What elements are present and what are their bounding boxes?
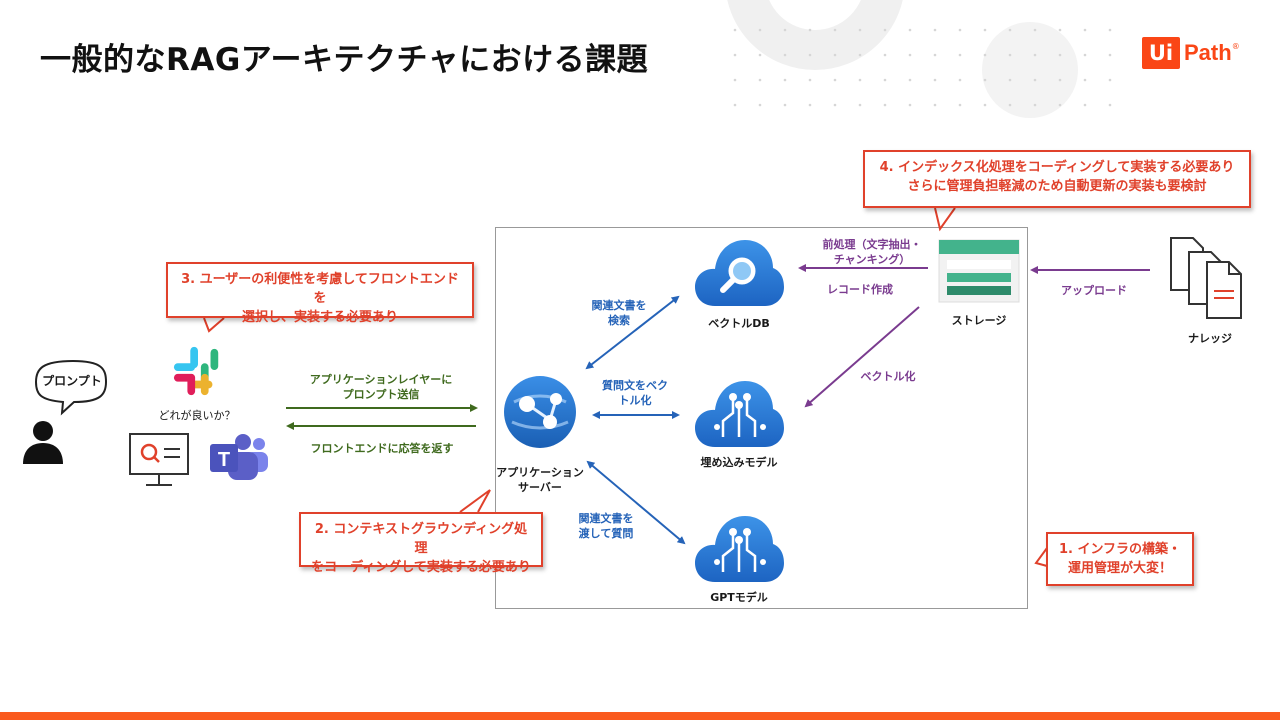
bottom-accent-bar — [0, 712, 1280, 720]
logo-ui: Ui — [1142, 37, 1180, 69]
storage-label: ストレージ — [951, 314, 1007, 327]
callout-tail-4 — [934, 207, 956, 232]
knowledge-label: ナレッジ — [1188, 332, 1232, 345]
return-response-label: フロントエンドに応答を返す — [310, 442, 454, 455]
search-docs-label: 関連文書を 検索 — [591, 299, 647, 327]
callout-tail-3 — [203, 317, 225, 333]
callout-indexing: 4. インデックス化処理をコーディングして実装する必要あり さらに管理負担軽減の… — [863, 150, 1251, 208]
server-boundary-box — [495, 227, 1028, 609]
frontend-question: どれが良いか？ — [158, 409, 236, 422]
document-icon — [1170, 237, 1242, 319]
arrow-vectorize — [804, 306, 920, 408]
ai-cloud-icon — [695, 381, 784, 447]
search-cloud-icon — [695, 240, 784, 306]
page-title: 一般的なRAGアーキテクチャにおける課題 — [40, 42, 649, 78]
embed-model-label: 埋め込みモデル — [700, 456, 778, 469]
slack-icon — [173, 346, 219, 396]
create-records-label: レコード作成 — [827, 283, 893, 296]
callout-grounding: 2. コンテキストグラウンディング処理 をコーディングして実装する必要あり — [299, 512, 543, 575]
svg-text:T: T — [218, 449, 230, 471]
vectorize-label: ベクトル化 — [860, 370, 916, 383]
app-service-icon — [504, 376, 576, 448]
logo-reg: ® — [1231, 41, 1240, 51]
upload-label: アップロード — [1061, 284, 1127, 297]
callout-frontend: 3. ユーザーの利便性を考慮してフロントエンドを 選択し、実装する必要あり — [166, 262, 474, 325]
callout-infra: 1. インフラの構築・ 運用管理が大変！ — [1046, 532, 1194, 586]
callout-tail-2 — [459, 489, 491, 513]
teams-icon: T — [210, 434, 268, 480]
uipath-logo: Ui Path ® — [1142, 37, 1240, 69]
send-prompt-label: アプリケーションレイヤーに プロンプト送信 — [309, 373, 453, 401]
pass-docs-label: 関連文書を 渡して質問 — [578, 512, 634, 540]
callout-tail-1 — [1034, 547, 1048, 567]
gpt-model-label: GPTモデル — [710, 591, 768, 604]
vectorize-question-label: 質問文をベク トル化 — [602, 379, 668, 407]
user-and-bubble — [34, 360, 108, 416]
app-server-label: アプリケーション サーバー — [496, 466, 584, 494]
ai-cloud-icon-gpt — [695, 516, 784, 582]
arrow-pass-docs — [586, 460, 686, 545]
user-icon — [23, 421, 63, 464]
storage-icon — [938, 239, 1020, 303]
arrow-search-docs — [585, 295, 680, 370]
web-app-icon — [129, 433, 189, 486]
vector-db-label: ベクトルDB — [708, 317, 770, 330]
preprocess-label: 前処理（文字抽出・ チャンキング） — [822, 238, 922, 266]
logo-path: Path — [1184, 40, 1232, 65]
prompt-label: プロンプト — [42, 374, 102, 388]
